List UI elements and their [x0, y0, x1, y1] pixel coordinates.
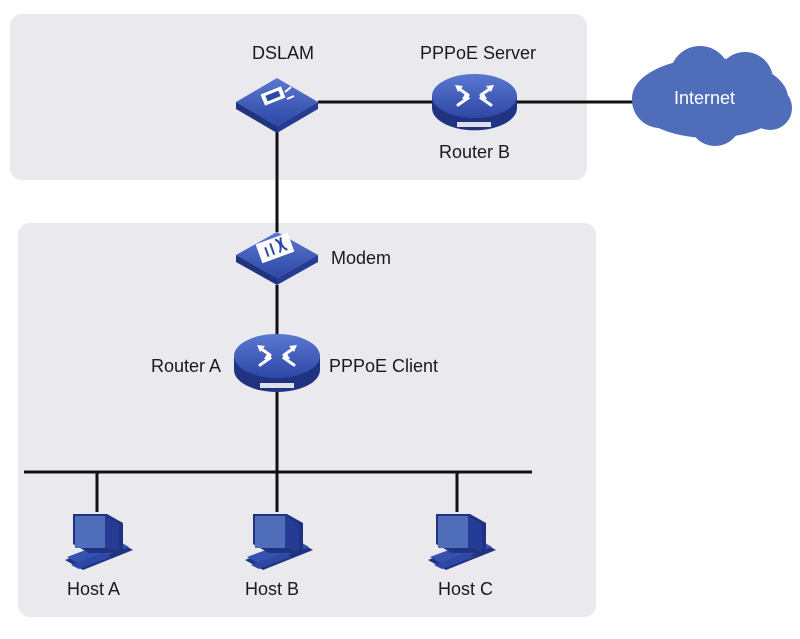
host-a-label: Host A [67, 579, 121, 599]
modem-label: Modem [331, 248, 392, 268]
host-b-icon[interactable] [245, 514, 313, 570]
router-b-label: Router B [439, 142, 511, 162]
modem-icon[interactable] [236, 232, 318, 285]
router-b-icon[interactable] [432, 74, 517, 131]
host-b-label: Host B [245, 579, 300, 599]
internet-cloud-icon[interactable] [632, 46, 792, 146]
dslam-icon[interactable] [236, 78, 318, 133]
host-a-icon[interactable] [65, 514, 133, 570]
pppoe-server-label: PPPoE Server [420, 43, 537, 63]
links [275, 100, 640, 472]
lan-bus [24, 470, 532, 512]
internet-label: Internet [674, 88, 736, 108]
dslam-label: DSLAM [252, 43, 315, 63]
pppoe-client-label: PPPoE Client [329, 356, 439, 376]
router-a-icon[interactable] [234, 334, 320, 392]
host-c-icon[interactable] [428, 514, 496, 570]
router-a-label: Router A [151, 356, 222, 376]
host-c-label: Host C [438, 579, 494, 599]
